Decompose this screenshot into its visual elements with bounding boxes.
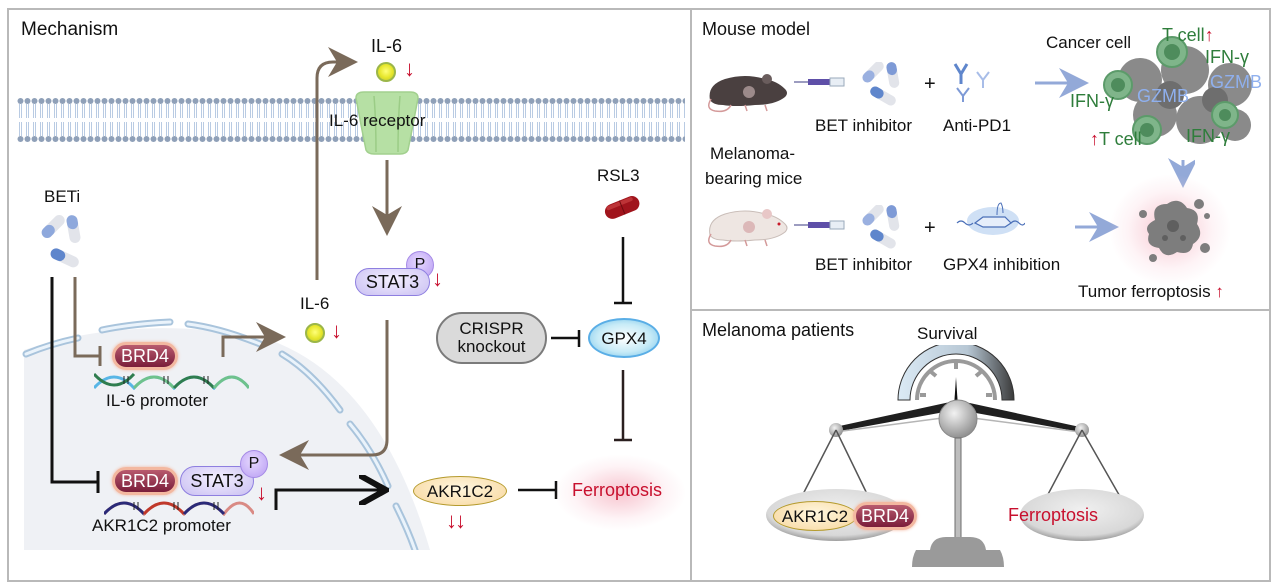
bet-inhibitor-label-top: BET inhibitor <box>815 116 913 135</box>
balance-scale-icon <box>766 345 1144 567</box>
stat3-nucleus: STAT3 <box>180 466 254 496</box>
il6-top-down-arrow: ↓ <box>404 56 415 81</box>
survival-label: Survival <box>917 324 978 343</box>
cancer-cell-label: Cancer cell <box>1046 33 1132 52</box>
beti-inhibit-brd4-il6 <box>73 277 100 358</box>
beti-label: BETi <box>44 187 81 206</box>
t-cell-up-arrow-bottom: ↑ <box>1090 129 1099 149</box>
akr1c2-pan-item: AKR1C2 <box>773 501 857 531</box>
gzmb-label-1: GZMB <box>1210 72 1262 92</box>
gpx4-node: GPX4 <box>588 318 660 358</box>
bet-inhibitor-pills-top <box>862 62 900 106</box>
il6-receptor-label: IL-6 receptor <box>329 111 426 130</box>
crispr-knockout-node: CRISPR knockout <box>436 312 547 364</box>
mice-label-line2: bearing mice <box>705 169 803 188</box>
akr1c2-double-down-arrow: ↓↓ <box>446 508 466 533</box>
plus-sign-top: + <box>924 73 936 95</box>
gauge-needle <box>954 377 958 407</box>
melanoma-patients-panel: Melanoma patients <box>690 309 1271 582</box>
brd4-il6-promoter: BRD4 <box>112 342 178 370</box>
tumor-ferroptosis-up-arrow: ↑ <box>1215 282 1224 301</box>
gzmb-label-2: GZMB <box>1137 86 1189 106</box>
il6-receptor-icon <box>355 91 419 155</box>
bet-inhibitor-pills-bottom <box>862 205 900 249</box>
dna-akr1c2-promoter-icon <box>104 501 254 516</box>
t-cell-up-arrow-top: ↑ <box>1204 25 1214 45</box>
t-cell-label-bottom: ↑T cell <box>1090 129 1142 149</box>
t-cell-label-top: T cell↑ <box>1162 25 1214 45</box>
bet-inhibitor-label-bottom: BET inhibitor <box>815 255 913 274</box>
gpx4-inhibition-icon <box>956 202 1025 235</box>
il6-mid-label: IL-6 <box>300 294 330 313</box>
il6-ligand-icon <box>376 62 396 82</box>
ferroptosis-pan-label: Ferroptosis <box>1008 505 1099 525</box>
anti-pd1-antibody-icon <box>953 63 990 102</box>
dna-il6-promoter-icon <box>94 372 249 390</box>
il6-promoter-label: IL-6 promoter <box>106 391 209 410</box>
il6-mid-down-arrow: ↓ <box>331 318 342 343</box>
il6-secretion-arrow <box>315 47 358 280</box>
black-mouse-icon <box>708 74 787 113</box>
survival-gauge <box>897 345 1015 401</box>
rsl3-pill-icon <box>604 196 640 219</box>
akr1c2-promoter-output-arrow <box>274 490 383 510</box>
beti-inhibit-brd4-akr1c2 <box>50 277 98 484</box>
stat3-nucleus-down-arrow: ↓ <box>256 480 267 505</box>
stat3-to-nucleus-arrow <box>279 320 389 470</box>
ifn-gamma-label-2: IFN-γ <box>1070 91 1114 111</box>
il6-promoter-output-arrow <box>221 322 286 357</box>
mechanism-title: Mechanism <box>21 19 119 40</box>
akr1c2-promoter-label: AKR1C2 promoter <box>92 516 231 535</box>
ifn-gamma-label-1: IFN-γ <box>1205 47 1249 67</box>
ferroptosis-label: Ferroptosis <box>572 480 663 500</box>
syringe-icon-bottom <box>794 220 845 230</box>
anti-pd1-label: Anti-PD1 <box>943 116 1012 135</box>
phospho-badge-nucleus: P <box>240 450 268 478</box>
tumor-ferroptosis-label: Tumor ferroptosis ↑ <box>1078 282 1224 301</box>
il6-mid-ligand-icon <box>305 323 325 343</box>
mice-label-line1: Melanoma- <box>710 144 796 163</box>
gpx4-inhibition-label: GPX4 inhibition <box>943 255 1061 274</box>
syringe-icon-top <box>794 77 845 87</box>
rsl3-label: RSL3 <box>597 166 640 185</box>
beti-pills-icon <box>41 215 81 268</box>
brd4-pan-item: BRD4 <box>853 502 917 530</box>
ifn-gamma-label-3: IFN-γ <box>1186 126 1230 146</box>
brd4-akr1c2-promoter: BRD4 <box>112 467 178 495</box>
pathway-arrows <box>50 47 632 510</box>
melanoma-patients-title: Melanoma patients <box>702 320 855 340</box>
akr1c2-node: AKR1C2 <box>413 476 507 506</box>
ferroptosis-glow <box>555 455 685 530</box>
tumor-immune-cluster-icon <box>1103 36 1252 145</box>
ferroptotic-tumor-icon <box>1139 199 1210 262</box>
cell-membrane <box>17 96 685 144</box>
plus-sign-bottom: + <box>924 217 936 239</box>
stat3-cytoplasm: STAT3 <box>355 268 430 296</box>
mouse-model-title: Mouse model <box>702 19 811 39</box>
stat3-down-arrow: ↓ <box>432 266 443 291</box>
white-mouse-icon <box>708 209 788 248</box>
il6-top-label: IL-6 <box>371 36 403 56</box>
